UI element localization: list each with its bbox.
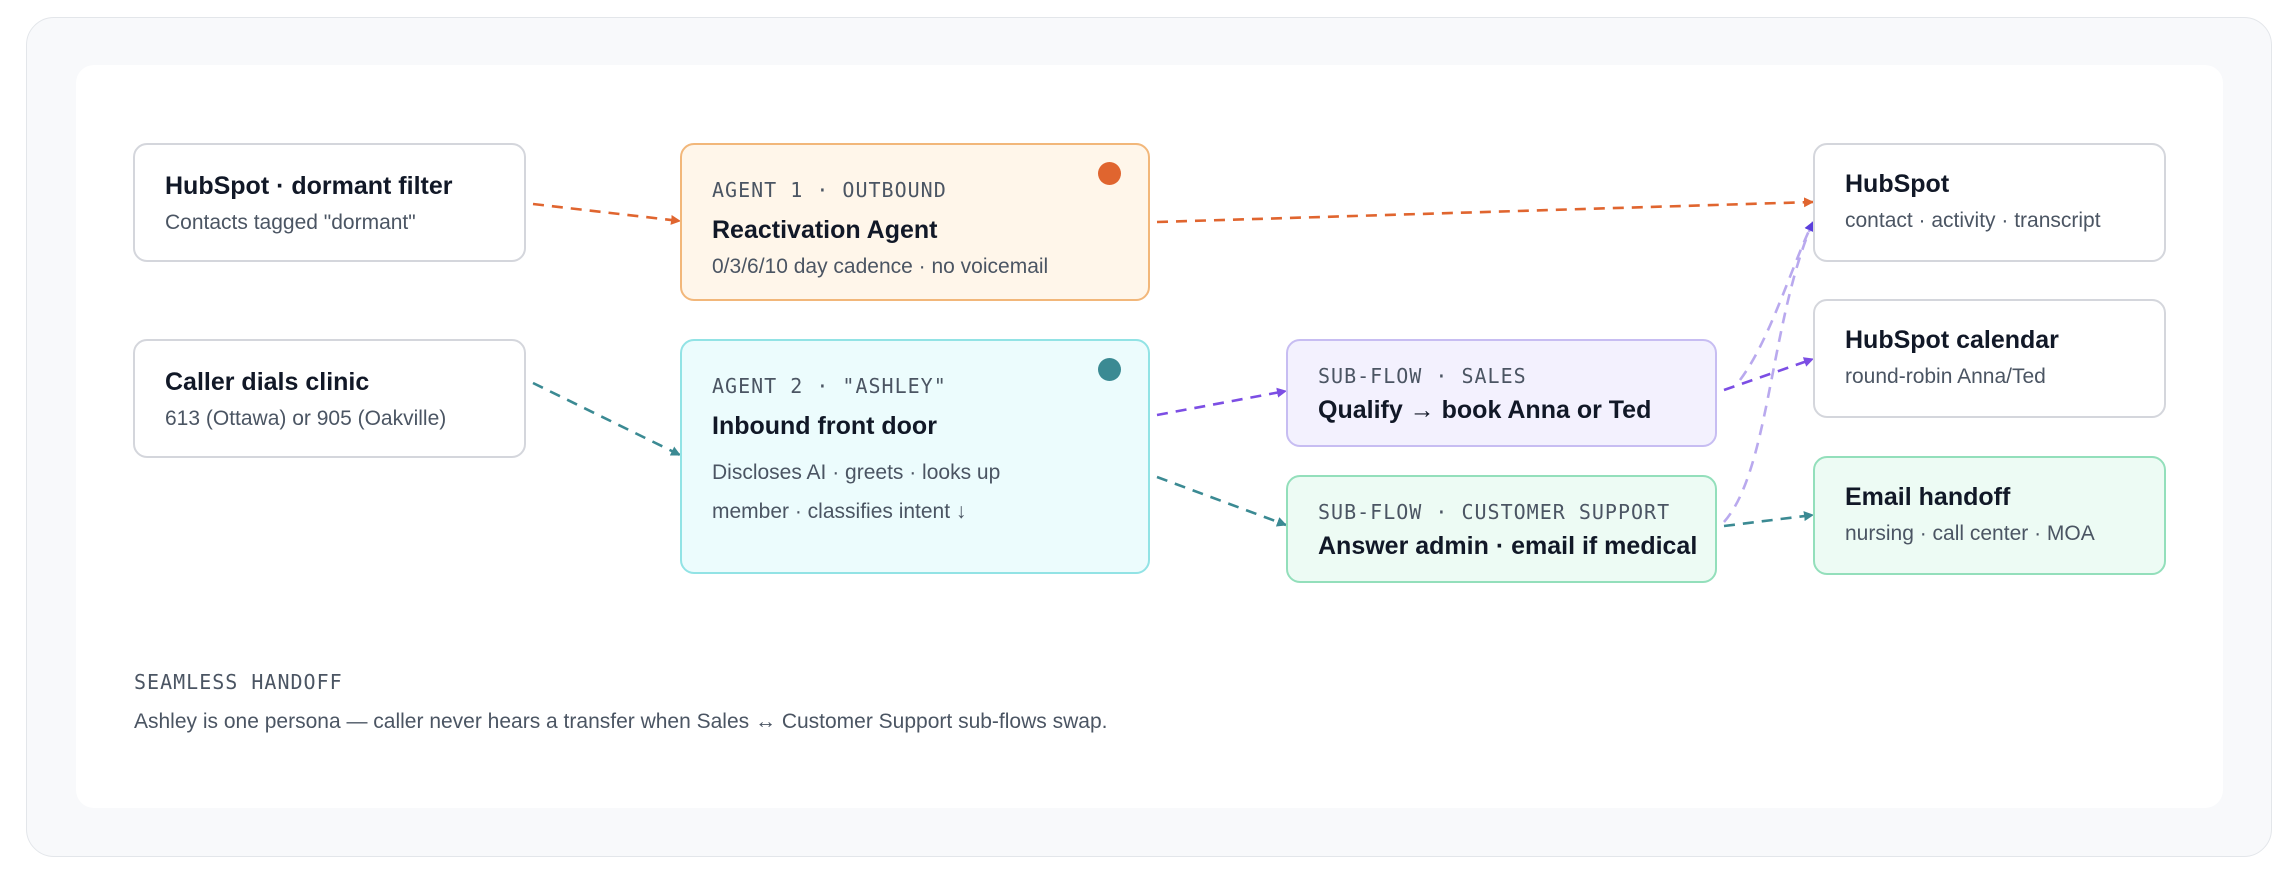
- sales-subflow-node: SUB-FLOW · SALES Qualify → book Anna or …: [1286, 339, 1717, 447]
- handoff-kicker: SEAMLESS HANDOFF: [134, 670, 343, 694]
- handoff-description: Ashley is one persona — caller never hea…: [134, 710, 1108, 733]
- outbound-status-dot: [1098, 162, 1121, 185]
- hubspot-node: HubSpot contact · activity · transcript: [1813, 143, 2166, 262]
- seamless-handoff-note: SEAMLESS HANDOFF Ashley is one persona —…: [134, 670, 1434, 734]
- node-subtitle: contact · activity · transcript: [1845, 209, 2101, 232]
- node-title: Reactivation Agent: [712, 216, 938, 244]
- node-kicker: SUB-FLOW · SALES: [1318, 364, 1527, 388]
- node-title: HubSpot · dormant filter: [165, 172, 453, 200]
- reactivation-agent-node: AGENT 1 · OUTBOUND Reactivation Agent 0/…: [680, 143, 1150, 301]
- node-body-line: Discloses AI · greets · looks up: [712, 461, 1001, 484]
- node-kicker: AGENT 2 · "ASHLEY": [712, 374, 947, 398]
- hubspot-calendar-node: HubSpot calendar round-robin Anna/Ted: [1813, 299, 2166, 418]
- node-body-line: member · classifies intent ↓: [712, 500, 967, 523]
- node-kicker: SUB-FLOW · CUSTOMER SUPPORT: [1318, 500, 1671, 524]
- node-title: Inbound front door: [712, 412, 937, 440]
- node-title: HubSpot calendar: [1845, 326, 2059, 354]
- node-kicker: AGENT 1 · OUTBOUND: [712, 178, 947, 202]
- node-title: Email handoff: [1845, 483, 2011, 511]
- hubspot-dormant-filter-node: HubSpot · dormant filter Contacts tagged…: [133, 143, 526, 262]
- node-title: Caller dials clinic: [165, 368, 370, 396]
- node-subtitle: 0/3/6/10 day cadence · no voicemail: [712, 255, 1049, 278]
- node-subtitle: 613 (Ottawa) or 905 (Oakville): [165, 407, 447, 430]
- inbound-front-door-node: AGENT 2 · "ASHLEY" Inbound front door Di…: [680, 339, 1150, 574]
- node-subtitle: round-robin Anna/Ted: [1845, 365, 2046, 388]
- email-handoff-node: Email handoff nursing · call center · MO…: [1813, 456, 2166, 575]
- customer-support-subflow-node: SUB-FLOW · CUSTOMER SUPPORT Answer admin…: [1286, 475, 1717, 583]
- node-subtitle: Contacts tagged "dormant": [165, 211, 416, 234]
- node-title: HubSpot: [1845, 170, 1950, 198]
- inbound-status-dot: [1098, 358, 1121, 381]
- caller-dials-clinic-node: Caller dials clinic 613 (Ottawa) or 905 …: [133, 339, 526, 458]
- node-title: Answer admin · email if medical: [1318, 532, 1698, 560]
- node-title: Qualify → book Anna or Ted: [1318, 396, 1652, 424]
- node-subtitle: nursing · call center · MOA: [1845, 522, 2095, 545]
- node-body: Discloses AI · greets · looks up member …: [712, 453, 1118, 531]
